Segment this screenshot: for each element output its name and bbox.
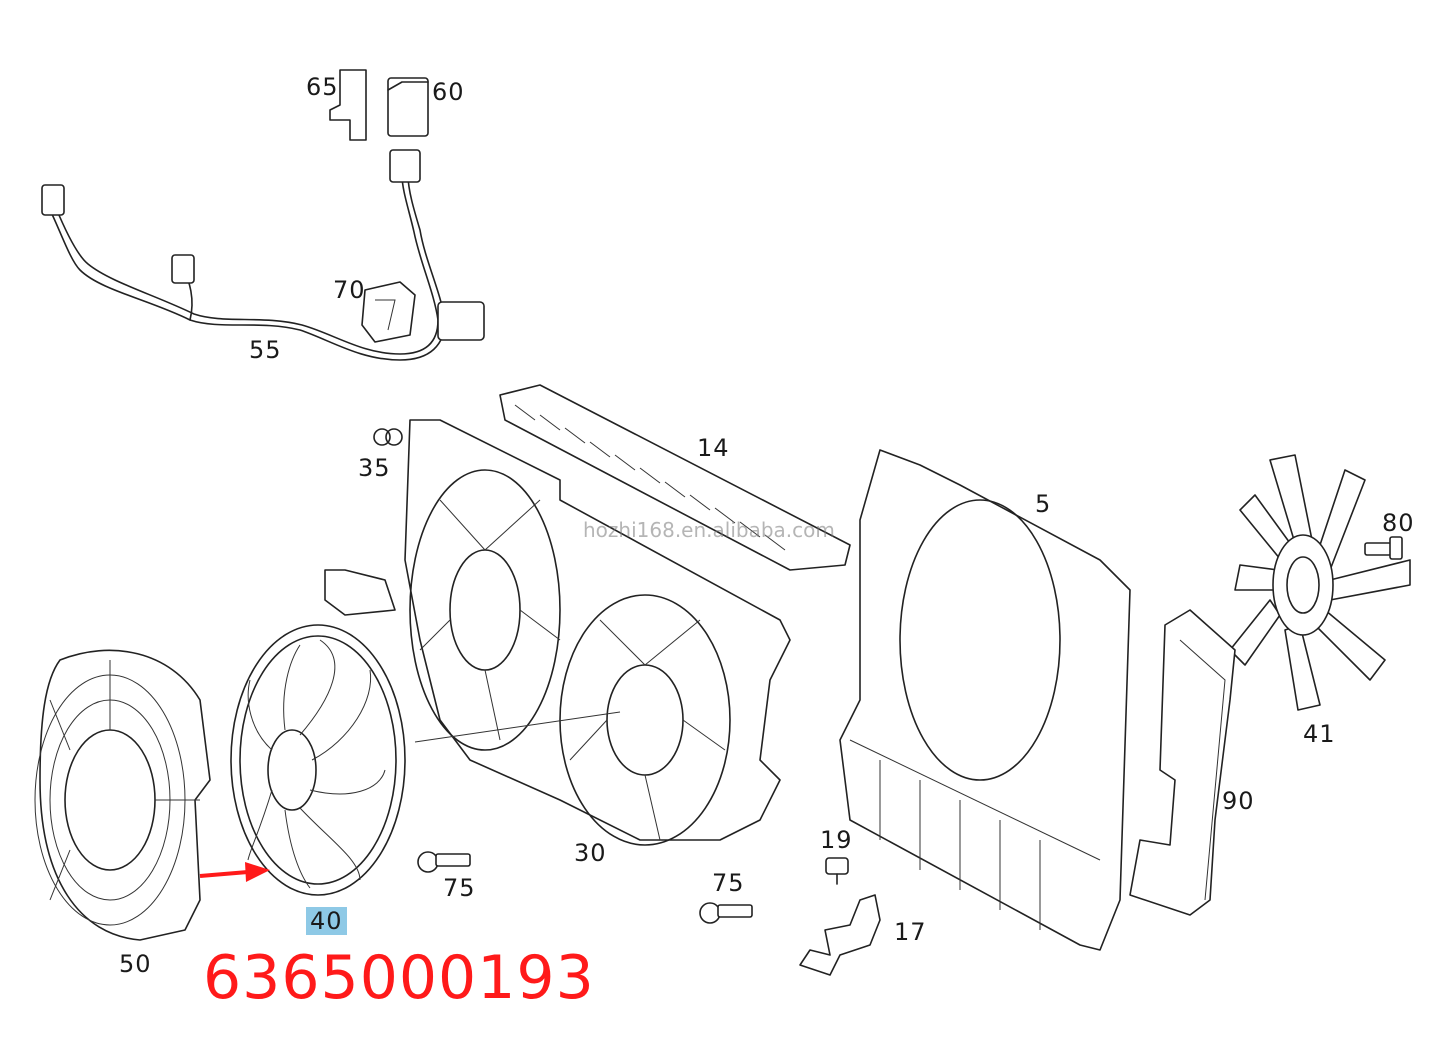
- label-75b: 75: [712, 869, 745, 897]
- bracket-65: [329, 69, 367, 141]
- label-60: 60: [432, 78, 465, 106]
- label-75a: 75: [443, 874, 476, 902]
- pointer-arrow: [199, 862, 270, 882]
- viscous-fan-41: [1229, 454, 1411, 711]
- label-30: 30: [574, 839, 607, 867]
- label-90: 90: [1222, 787, 1255, 815]
- label-17: 17: [894, 918, 927, 946]
- clip-19: [825, 857, 849, 885]
- label-40-highlighted: 40: [306, 907, 347, 935]
- relay-60: [387, 77, 429, 137]
- label-55: 55: [249, 336, 282, 364]
- label-70: 70: [333, 276, 366, 304]
- label-14: 14: [697, 434, 730, 462]
- spring-clip-17: [799, 894, 881, 976]
- label-5: 5: [1035, 490, 1052, 518]
- part-number: 6365000193: [203, 943, 595, 1013]
- side-panel-90: [1129, 609, 1236, 916]
- radiator-frame-5: [839, 449, 1131, 951]
- label-65: 65: [306, 73, 339, 101]
- bolt-80: [1364, 536, 1403, 560]
- label-80: 80: [1382, 509, 1415, 537]
- fan-guard-50: [34, 649, 211, 941]
- watermark: hozhi168.en.alibaba.com: [583, 518, 835, 542]
- label-35: 35: [358, 454, 391, 482]
- screw-75b: [699, 902, 753, 924]
- label-19: 19: [820, 826, 853, 854]
- label-41: 41: [1303, 720, 1336, 748]
- holder-70: [361, 281, 416, 343]
- fan-shroud-30: [324, 419, 791, 846]
- clip-35: [373, 428, 403, 446]
- label-50: 50: [119, 950, 152, 978]
- air-guide-14: [499, 384, 851, 571]
- screw-75a: [417, 851, 471, 873]
- wiring-harness-55: [41, 149, 485, 361]
- electric-fan-40: [230, 624, 406, 896]
